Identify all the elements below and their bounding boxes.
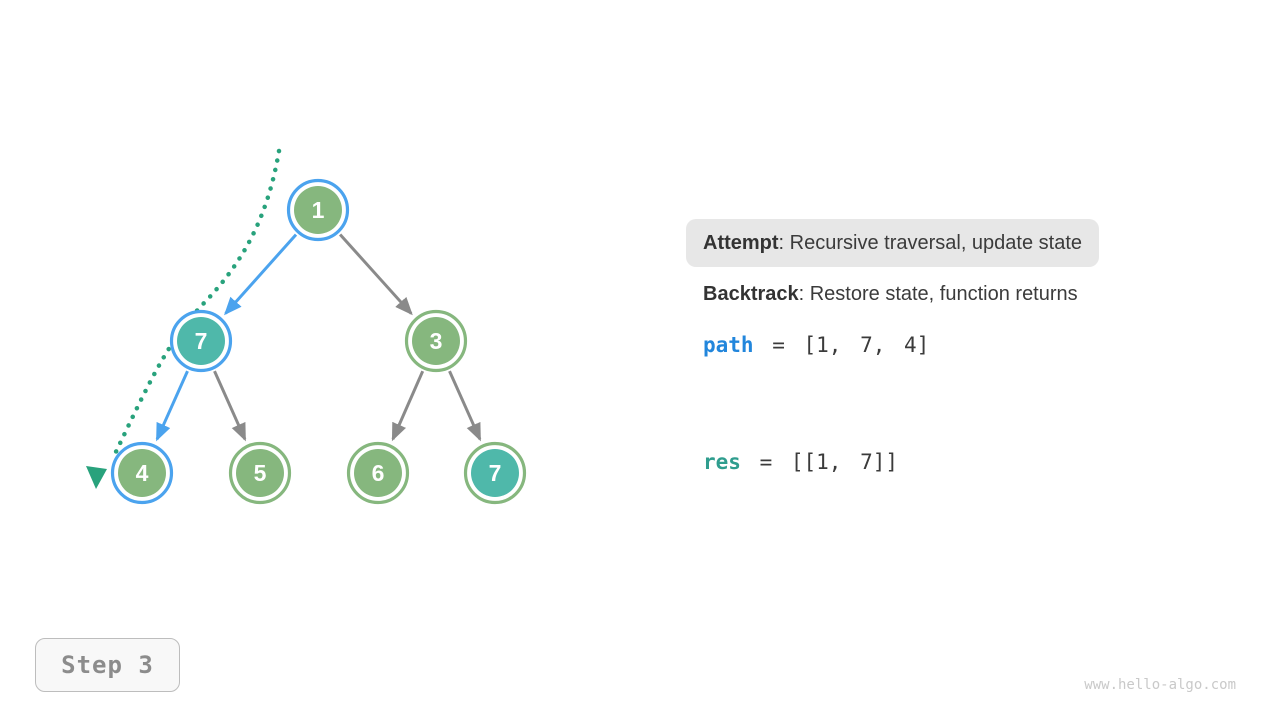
traversal-trace-arrowhead-icon [86, 466, 107, 489]
node-value-label: 6 [372, 460, 385, 486]
attempt-callout: Attempt: Recursive traversal, update sta… [686, 219, 1100, 267]
tree-edge-n7l-n4 [155, 370, 189, 442]
attempt-text: : Recursive traversal, update state [778, 232, 1083, 254]
path-value: = [1, 7, 4] [772, 333, 930, 357]
tree-edge-n1-n3 [338, 233, 413, 316]
tree-node-n1: 1 [286, 178, 350, 242]
res-state-line: res = [[1, 7]] [703, 450, 898, 474]
watermark: www.hello-algo.com [1084, 677, 1236, 693]
node-value-label: 3 [430, 328, 443, 354]
tree-edges-layer [155, 233, 482, 442]
res-value: = [[1, 7]] [759, 450, 899, 474]
tree-edge-n7l-n5 [213, 370, 247, 442]
node-value-label: 5 [254, 460, 267, 486]
tree-node-n3: 3 [404, 309, 468, 373]
path-variable: path [703, 333, 754, 357]
node-circle [236, 449, 284, 497]
tree-node-n6: 6 [346, 441, 410, 505]
tree-edge-n1-n7l [224, 233, 298, 316]
node-circle [412, 317, 460, 365]
attempt-label: Attempt [703, 232, 779, 254]
step-label: Step 3 [61, 651, 154, 679]
backtrack-text: : Restore state, function returns [798, 283, 1078, 305]
node-value-label: 4 [136, 460, 149, 486]
node-value-label: 7 [489, 460, 502, 486]
path-state-line: path = [1, 7, 4] [703, 333, 929, 357]
res-variable: res [703, 450, 741, 474]
tree-node-n7l: 7 [169, 309, 233, 373]
tree-diagram: 1 7 3 4 5 6 7 [86, 148, 527, 505]
tree-edge-n3-n6 [391, 370, 425, 442]
step-badge: Step 3 [35, 638, 180, 692]
node-circle [471, 449, 519, 497]
node-value-label: 1 [312, 197, 325, 223]
node-circle [118, 449, 166, 497]
tree-edge-n3-n7r [448, 370, 482, 442]
backtrack-line: Backtrack: Restore state, function retur… [703, 283, 1078, 306]
tree-node-n4: 4 [110, 441, 174, 505]
tree-node-n5: 5 [228, 441, 292, 505]
traversal-trace-dotted-path [110, 148, 282, 461]
node-circle [177, 317, 225, 365]
tree-nodes-layer: 1 7 3 4 5 6 7 [110, 178, 527, 505]
tree-node-n7r: 7 [463, 441, 527, 505]
node-circle [354, 449, 402, 497]
node-value-label: 7 [195, 328, 208, 354]
backtrack-label: Backtrack [703, 283, 799, 305]
node-circle [294, 186, 342, 234]
